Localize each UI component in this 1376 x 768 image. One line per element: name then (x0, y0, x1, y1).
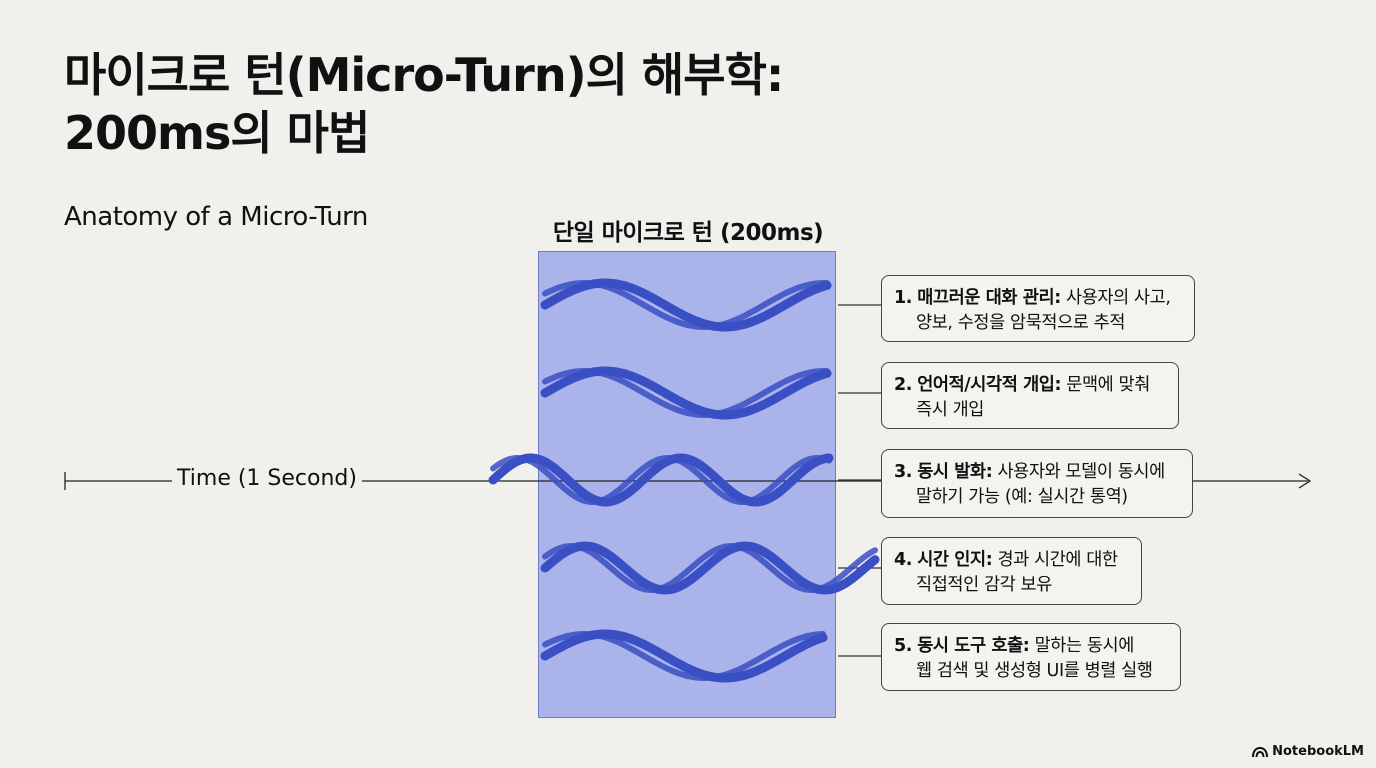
callout-box-3: 3. 동시 발화: 사용자와 모델이 동시에 말하기 가능 (예: 실시간 통역… (881, 449, 1193, 518)
notebooklm-logo-icon (1252, 746, 1269, 757)
wave-strand (540, 366, 832, 420)
callout-number: 4. (894, 550, 913, 570)
brand-name: NotebookLM (1272, 744, 1364, 759)
timeline-label: Time (1 Second) (172, 466, 362, 491)
callout-text-2: 양보, 수정을 암묵적으로 추적 (916, 313, 1126, 333)
callout-number: 5. (894, 636, 913, 656)
callout-box-2: 2. 언어적/시각적 개입: 문맥에 맞춰 즉시 개입 (881, 362, 1179, 429)
callout-text: 경과 시간에 대한 (997, 550, 1118, 570)
wave-strand (488, 453, 834, 507)
callout-title: 시간 인지: (917, 550, 993, 570)
wave-strand (490, 454, 832, 505)
subtitle: Anatomy of a Micro-Turn (64, 202, 368, 232)
wave-strand (542, 280, 830, 330)
wave-ribbon-5 (540, 629, 828, 683)
callout-title: 동시 도구 호출: (917, 636, 1030, 656)
callout-number: 1. (894, 288, 913, 308)
callout-text-2: 웹 검색 및 생성형 UI를 병렬 실행 (916, 661, 1153, 681)
callout-title: 매끄러운 대화 관리: (917, 288, 1061, 308)
wave-ribbons (488, 278, 880, 683)
callout-number: 3. (894, 462, 913, 482)
wave-strand (540, 629, 828, 683)
callout-text: 문맥에 맞춰 (1066, 375, 1150, 395)
callout-title: 동시 발화: (917, 462, 993, 482)
wave-ribbon-3 (488, 453, 834, 507)
callout-text-2: 말하기 가능 (예: 실시간 통역) (916, 487, 1128, 507)
wave-strand (542, 631, 826, 681)
wave-strand (542, 542, 878, 594)
callout-text: 말하는 동시에 (1034, 636, 1135, 656)
wave-ribbon-4 (540, 541, 880, 595)
page-title: 마이크로 턴(Micro-Turn)의 해부학: 200ms의 마법 (64, 46, 784, 162)
callout-number: 2. (894, 375, 913, 395)
callout-box-1: 1. 매끄러운 대화 관리: 사용자의 사고, 양보, 수정을 암묵적으로 추적 (881, 275, 1195, 342)
wave-strand (540, 278, 832, 332)
callout-text-2: 즉시 개입 (916, 400, 984, 420)
callout-text: 사용자의 사고, (1065, 288, 1171, 308)
wave-ribbon-1 (540, 278, 832, 332)
micro-turn-label: 단일 마이크로 턴 (200ms) (552, 220, 824, 246)
callout-box-5: 5. 동시 도구 호출: 말하는 동시에 웹 검색 및 생성형 UI를 병렬 실… (881, 623, 1181, 691)
title-line-1: 마이크로 턴(Micro-Turn)의 해부학: (64, 48, 784, 102)
wave-ribbon-2 (540, 366, 832, 420)
arrow-right-icon (1298, 473, 1312, 489)
callout-title: 언어적/시각적 개입: (917, 375, 1062, 395)
callout-text-2: 직접적인 감각 보유 (916, 575, 1052, 595)
title-line-2: 200ms의 마법 (64, 106, 370, 160)
footer-brand: NotebookLM (1252, 744, 1364, 759)
callout-text: 사용자와 모델이 동시에 (997, 462, 1165, 482)
callout-box-4: 4. 시간 인지: 경과 시간에 대한 직접적인 감각 보유 (881, 537, 1142, 605)
callout-connectors (838, 304, 881, 657)
wave-strand (542, 368, 830, 418)
